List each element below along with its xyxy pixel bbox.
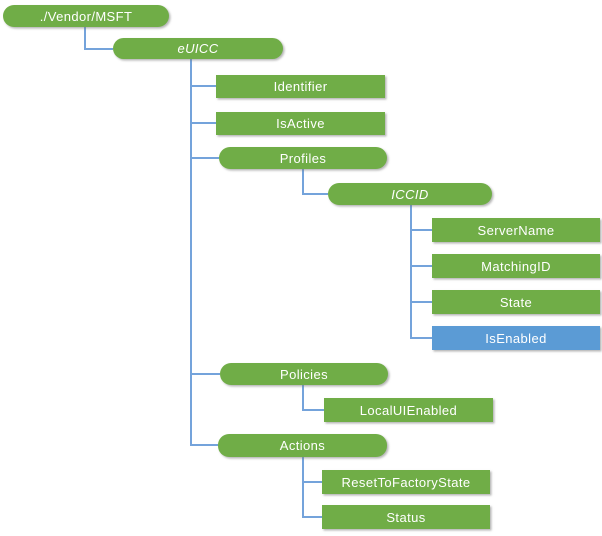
tree-node-matchingid: MatchingID: [432, 254, 600, 278]
connector-line: [410, 265, 432, 267]
tree-node-localuienabled: LocalUIEnabled: [324, 398, 493, 422]
tree-node-policies: Policies: [220, 363, 388, 385]
connector-line: [190, 59, 192, 446]
connector-line: [302, 457, 304, 518]
tree-node-vendor-msft: ./Vendor/MSFT: [3, 5, 169, 27]
connector-line: [190, 444, 218, 446]
connector-line: [190, 157, 219, 159]
connector-line: [302, 481, 322, 483]
connector-line: [84, 27, 86, 50]
connector-line: [190, 373, 220, 375]
connector-line: [410, 337, 432, 339]
connector-line: [410, 229, 432, 231]
connector-line: [302, 409, 324, 411]
connector-line: [190, 85, 216, 87]
connector-line: [410, 301, 432, 303]
connector-line: [302, 516, 322, 518]
connector-line: [302, 385, 304, 411]
tree-node-profiles: Profiles: [219, 147, 387, 169]
tree-node-state: State: [432, 290, 600, 314]
tree-node-euicc: eUICC: [113, 38, 283, 59]
connector-line: [190, 122, 216, 124]
connector-line: [302, 169, 304, 195]
tree-node-servername: ServerName: [432, 218, 600, 242]
tree-node-isactive: IsActive: [216, 112, 385, 135]
tree-node-iccid: ICCID: [328, 183, 492, 205]
connector-line: [410, 205, 412, 339]
tree-node-actions: Actions: [218, 434, 387, 457]
tree-node-isenabled: IsEnabled: [432, 326, 600, 350]
connector-line: [84, 48, 113, 50]
connector-line: [302, 193, 328, 195]
tree-node-resettofactorystate: ResetToFactoryState: [322, 470, 490, 494]
tree-node-identifier: Identifier: [216, 75, 385, 98]
tree-node-status: Status: [322, 505, 490, 529]
